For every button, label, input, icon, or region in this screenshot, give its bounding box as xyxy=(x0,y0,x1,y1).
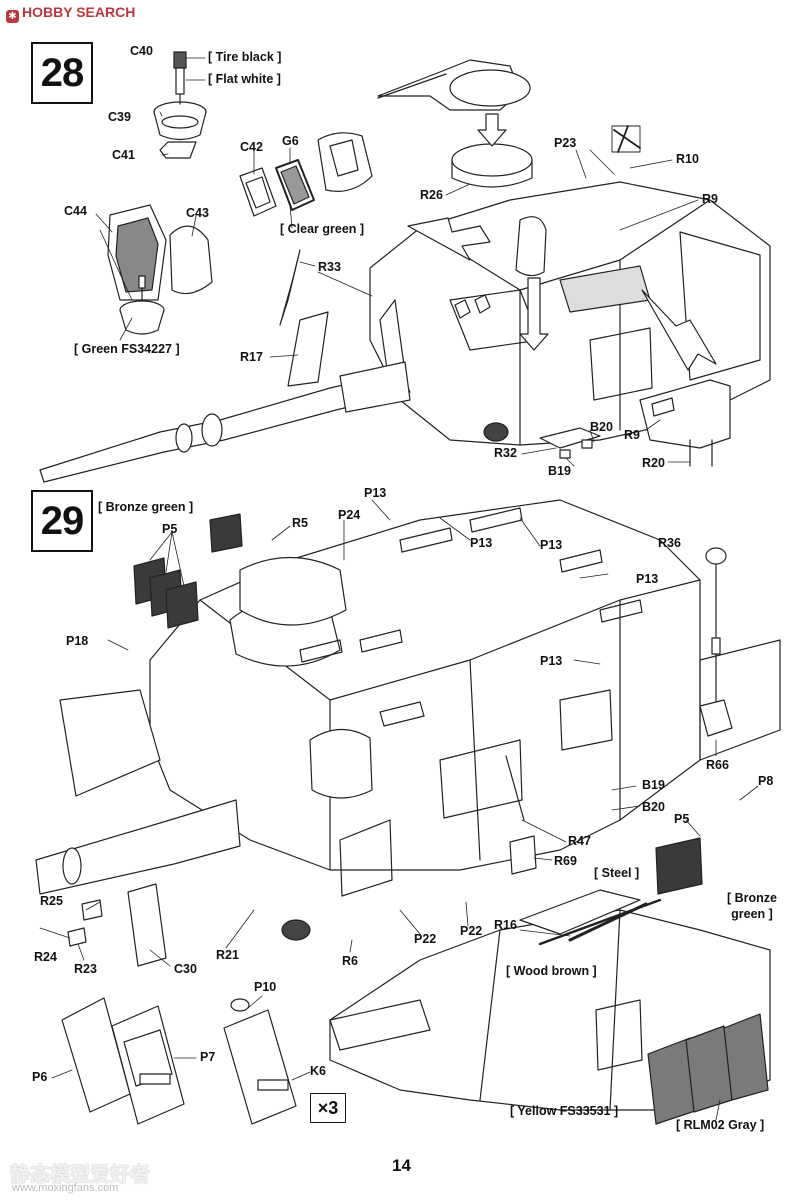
part-label-p13-c: P13 xyxy=(540,538,563,552)
part-label-b20: B20 xyxy=(642,800,665,814)
note-steel: [ Steel ] xyxy=(594,866,640,880)
part-label-r24: R24 xyxy=(34,950,57,964)
part-label-p24: P24 xyxy=(338,508,361,522)
part-label-b19: B19 xyxy=(642,778,665,792)
part-label-p8: P8 xyxy=(758,774,774,788)
part-label-c39: C39 xyxy=(108,110,131,124)
gun-barrel-step29-drawing xyxy=(35,689,241,895)
part-label-p6: P6 xyxy=(32,1070,48,1084)
part-label-p23: P23 xyxy=(554,136,577,150)
step29-leader-lines xyxy=(39,499,759,1121)
site-name: HOBBY SEARCH xyxy=(22,4,136,20)
part-label-b19: B19 xyxy=(548,464,571,478)
part-label-p22-a: P22 xyxy=(414,932,437,946)
note-tire-black: [ Tire black ] xyxy=(208,50,282,64)
part-label-r21: R21 xyxy=(216,948,239,962)
note-clear-green: [ Clear green ] xyxy=(280,222,365,236)
hull-step29-drawing xyxy=(149,499,781,941)
c40-part-drawing xyxy=(153,51,207,159)
part-label-b20: B20 xyxy=(590,420,613,434)
part-label-r66: R66 xyxy=(706,758,729,772)
k6-jerrycan-drawing xyxy=(223,998,297,1125)
part-label-p13-a: P13 xyxy=(364,486,387,500)
part-label-p5-left: P5 xyxy=(162,522,178,536)
part-label-g6: G6 xyxy=(282,134,299,148)
part-label-r33: R33 xyxy=(318,260,341,274)
step-28-number: 28 xyxy=(31,42,93,104)
r16-part-drawing xyxy=(568,902,648,942)
part-label-r32: R32 xyxy=(494,446,517,460)
part-label-r17: R17 xyxy=(240,350,263,364)
part-label-r16: R16 xyxy=(494,918,517,932)
c42-g6-part-drawing xyxy=(239,132,373,217)
p6-p7-jerrycan-drawing xyxy=(61,997,185,1125)
r47-part-drawing xyxy=(505,755,525,821)
step28-leader-lines xyxy=(95,57,699,467)
note-bronze-green-right: [ Bronze green ] xyxy=(722,890,782,922)
part-label-k6: K6 xyxy=(310,1064,326,1078)
note-bronze-green-right-line2: green ] xyxy=(731,907,773,921)
part-label-r25: R25 xyxy=(40,894,63,908)
part-label-p7: P7 xyxy=(200,1050,216,1064)
r33-part-drawing xyxy=(279,249,301,326)
c44-c43-part-drawing xyxy=(107,204,213,335)
rlm02-jerrycans-drawing xyxy=(647,1013,769,1125)
note-wood-brown: [ Wood brown ] xyxy=(506,964,597,978)
watermark-url[interactable]: www.moxingfans.com xyxy=(12,1182,119,1194)
part-label-p22-b: P22 xyxy=(460,924,483,938)
r23-part-drawing xyxy=(67,927,87,947)
part-label-c44: C44 xyxy=(64,204,87,218)
step28-artwork xyxy=(39,51,771,483)
part-label-p13-b: P13 xyxy=(470,536,493,550)
step-29-number: 29 xyxy=(31,490,93,552)
r17-part-drawing xyxy=(287,311,329,387)
note-rlm02-gray: [ RLM02 Gray ] xyxy=(676,1118,765,1132)
note-bronze-green: [ Bronze green ] xyxy=(98,500,194,514)
part-label-c30: C30 xyxy=(174,962,197,976)
part-label-p5-right: P5 xyxy=(674,812,690,826)
gun-barrel-step28-drawing xyxy=(39,361,411,483)
c30-part-drawing xyxy=(127,883,167,967)
part-label-r6: R6 xyxy=(342,954,358,968)
part-label-p10: P10 xyxy=(254,980,277,994)
part-label-r5: R5 xyxy=(292,516,308,530)
r25-part-drawing xyxy=(81,899,103,921)
p5-ammo-boxes-drawing xyxy=(133,513,703,895)
part-label-p13-d: P13 xyxy=(636,572,659,586)
note-green-fs34227: [ Green FS34227 ] xyxy=(74,342,180,356)
hull-step28-drawing xyxy=(369,181,771,446)
part-label-r9-top: R9 xyxy=(702,192,718,206)
r36-antenna-drawing xyxy=(699,547,733,737)
part-label-r20: R20 xyxy=(642,456,665,470)
part-label-p18: P18 xyxy=(66,634,89,648)
site-header[interactable]: ✱HOBBY SEARCH xyxy=(6,4,135,23)
part-label-c42: C42 xyxy=(240,140,263,154)
hobby-search-logo-icon: ✱ xyxy=(6,10,19,23)
part-label-r9-side: R9 xyxy=(624,428,640,442)
part-label-c41: C41 xyxy=(112,148,135,162)
step29-artwork xyxy=(35,499,781,1125)
part-label-r26: R26 xyxy=(420,188,443,202)
part-label-r23: R23 xyxy=(74,962,97,976)
part-label-p13-e: P13 xyxy=(540,654,563,668)
r69-part-drawing xyxy=(509,835,537,875)
page-number: 14 xyxy=(392,1156,411,1175)
part-label-r47: R47 xyxy=(568,834,591,848)
r26-mg-ring-drawing xyxy=(377,59,533,188)
r32-b19-b20-part-drawing xyxy=(539,427,601,459)
part-label-c43: C43 xyxy=(186,206,209,220)
part-label-r10: R10 xyxy=(676,152,699,166)
part-label-r36: R36 xyxy=(658,536,681,550)
watermark-text: 静态模型爱好者 xyxy=(10,1164,150,1186)
note-yellow-fs33531: [ Yellow FS33531 ] xyxy=(510,1104,619,1118)
part-label-c40: C40 xyxy=(130,44,153,58)
note-flat-white: [ Flat white ] xyxy=(208,72,281,86)
part-label-r69: R69 xyxy=(554,854,577,868)
note-bronze-green-right-line1: [ Bronze xyxy=(727,891,777,905)
quantity-multiplier: ×3 xyxy=(310,1093,346,1123)
